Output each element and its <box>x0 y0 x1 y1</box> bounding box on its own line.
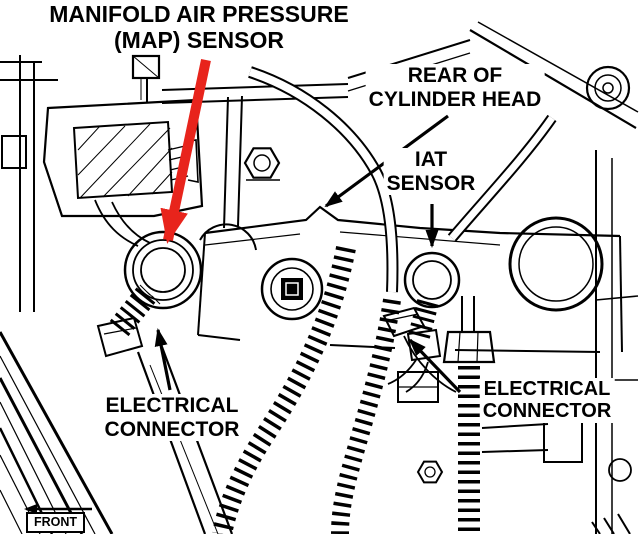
front-label-box: FRONT <box>26 512 86 533</box>
label-map-sensor: MANIFOLD AIR PRESSURE (MAP) SENSOR <box>46 1 352 54</box>
label-rear-of-cylinder-head: REAR OF CYLINDER HEAD <box>365 64 545 112</box>
top-right-structure <box>469 21 639 129</box>
label-iat-sensor: IAT SENSOR <box>383 148 479 196</box>
map-sensor-bracket <box>42 54 204 247</box>
label-map-sensor-line1: MANIFOLD AIR PRESSURE <box>49 1 349 27</box>
right-edge <box>591 150 639 534</box>
bottom-right-tube <box>397 296 583 534</box>
label-elec-left-line1: ELECTRICAL <box>105 394 239 417</box>
label-iat-line2: SENSOR <box>386 171 476 195</box>
ribbed-hoses <box>212 246 401 534</box>
electrical-connector-left-arrow <box>154 328 172 391</box>
top-beam <box>161 39 471 229</box>
center-port <box>260 257 324 321</box>
label-iat-line1: IAT <box>414 148 448 171</box>
label-rear-line1: REAR OF <box>407 64 503 87</box>
front-label: FRONT <box>34 515 78 529</box>
label-elec-left-line2: CONNECTOR <box>104 417 240 441</box>
label-elec-right-line2: CONNECTOR <box>482 400 612 423</box>
label-electrical-connector-left: ELECTRICAL CONNECTOR <box>101 394 243 442</box>
right-round-opening <box>508 216 604 312</box>
right-electrical-connector <box>382 306 457 393</box>
block-face <box>197 205 623 353</box>
map-sensor-port <box>96 223 257 358</box>
electrical-connector-right-arrow <box>408 338 462 394</box>
label-map-sensor-line2: (MAP) SENSOR <box>114 26 284 53</box>
label-elec-right-line1: ELECTRICAL <box>483 378 611 400</box>
label-electrical-connector-right: ELECTRICAL CONNECTOR <box>479 378 615 423</box>
map-sensor-arrow <box>160 58 211 244</box>
smooth-tubes <box>248 66 557 293</box>
label-rear-line2: CYLINDER HEAD <box>368 87 542 111</box>
